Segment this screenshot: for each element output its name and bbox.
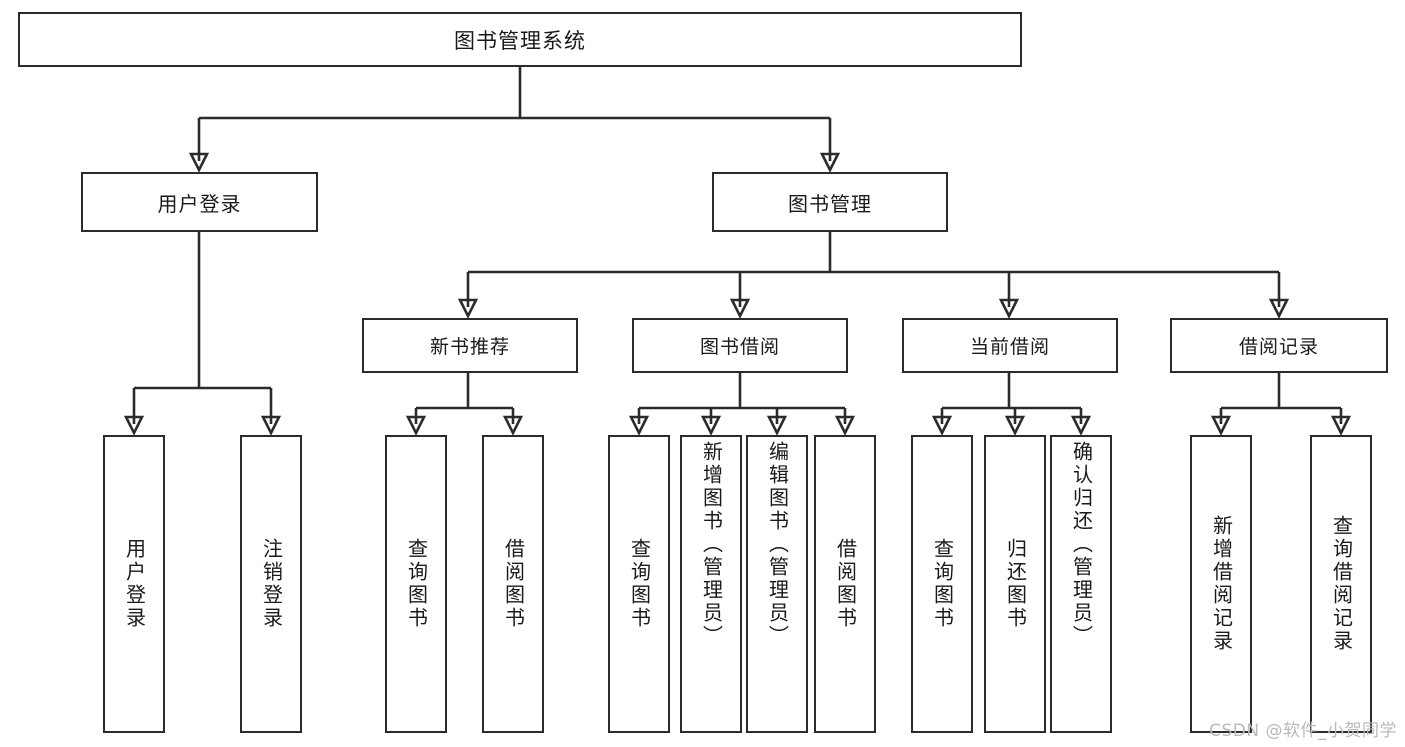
node-leaf-query-book-1[interactable]: 查询图书 (385, 435, 447, 733)
arrowhead-c-cb-b (1004, 415, 1026, 436)
node-leaf-add-book[interactable]: 新增图书（管理员） (680, 435, 742, 733)
arrowhead-c-bb-a (628, 415, 650, 436)
node-leaf-edit-book[interactable]: 编辑图书（管理员） (746, 435, 808, 733)
node-book-manage-label: 图书管理 (788, 191, 872, 216)
node-leaf-query-book-1-label: 查询图书 (404, 538, 429, 630)
arrowhead-c-cb-a (931, 415, 953, 436)
node-root-label: 图书管理系统 (454, 28, 586, 53)
arrowhead-c-bm-c (998, 298, 1020, 319)
node-user-login[interactable]: 用户登录 (81, 172, 318, 232)
node-borrow-record[interactable]: 借阅记录 (1170, 318, 1388, 373)
node-leaf-borrow-book-1[interactable]: 借阅图书 (482, 435, 544, 733)
node-leaf-query-record-label: 查询借阅记录 (1329, 515, 1354, 653)
arrowhead-c-br-a (1210, 415, 1232, 436)
node-book-borrow-label: 图书借阅 (699, 336, 780, 358)
node-leaf-return-book[interactable]: 归还图书 (984, 435, 1046, 733)
node-leaf-add-record-label: 新增借阅记录 (1209, 515, 1234, 653)
arrowhead-c-nb-b (502, 415, 524, 436)
arrowhead-c-bm-d (1268, 298, 1290, 319)
node-leaf-add-book-label: 新增图书（管理员） (699, 441, 724, 648)
node-current-borrow[interactable]: 当前借阅 (902, 318, 1118, 373)
arrowhead-c-user-login-a (123, 415, 145, 436)
arrowhead-c-bm-b (729, 298, 751, 319)
node-root[interactable]: 图书管理系统 (18, 12, 1022, 67)
node-current-borrow-label: 当前借阅 (969, 336, 1050, 358)
arrowhead-c-root-to-user-login (188, 152, 210, 173)
node-leaf-borrow-book-2-label: 借阅图书 (833, 538, 858, 630)
node-leaf-edit-book-label: 编辑图书（管理员） (765, 441, 790, 648)
node-leaf-query-book-2-label: 查询图书 (627, 538, 652, 630)
arrowhead-c-root-to-book-manage (819, 152, 841, 173)
node-leaf-confirm-return-label: 确认归还（管理员） (1069, 441, 1094, 648)
node-new-book-rec-label: 新书推荐 (429, 336, 510, 358)
node-leaf-confirm-return[interactable]: 确认归还（管理员） (1050, 435, 1112, 733)
watermark: CSDN @软件_小贺同学 (1209, 721, 1397, 741)
arrowhead-c-bm-a (457, 298, 479, 319)
node-leaf-user-login-label: 用户登录 (122, 538, 147, 630)
node-leaf-borrow-book-2[interactable]: 借阅图书 (814, 435, 876, 733)
arrowhead-c-bb-c (766, 415, 788, 436)
node-leaf-query-record[interactable]: 查询借阅记录 (1310, 435, 1372, 733)
node-book-manage[interactable]: 图书管理 (712, 172, 948, 232)
node-book-borrow[interactable]: 图书借阅 (632, 318, 848, 373)
node-leaf-query-book-3-label: 查询图书 (930, 538, 955, 630)
node-leaf-return-book-label: 归还图书 (1003, 538, 1028, 630)
node-leaf-borrow-book-1-label: 借阅图书 (501, 538, 526, 630)
node-leaf-user-logout[interactable]: 注销登录 (240, 435, 302, 733)
arrowhead-c-user-login-b (260, 415, 282, 436)
arrowhead-c-cb-c (1070, 415, 1092, 436)
node-user-login-label: 用户登录 (157, 191, 242, 216)
node-new-book-rec[interactable]: 新书推荐 (362, 318, 578, 373)
arrowhead-c-bb-b (700, 415, 722, 436)
arrowhead-c-bb-d (834, 415, 856, 436)
node-leaf-query-book-3[interactable]: 查询图书 (911, 435, 973, 733)
node-leaf-user-login[interactable]: 用户登录 (103, 435, 165, 733)
arrowhead-c-nb-a (405, 415, 427, 436)
node-leaf-user-logout-label: 注销登录 (259, 538, 284, 630)
node-leaf-query-book-2[interactable]: 查询图书 (608, 435, 670, 733)
arrowhead-c-br-b (1330, 415, 1352, 436)
node-borrow-record-label: 借阅记录 (1238, 336, 1319, 358)
node-leaf-add-record[interactable]: 新增借阅记录 (1190, 435, 1252, 733)
